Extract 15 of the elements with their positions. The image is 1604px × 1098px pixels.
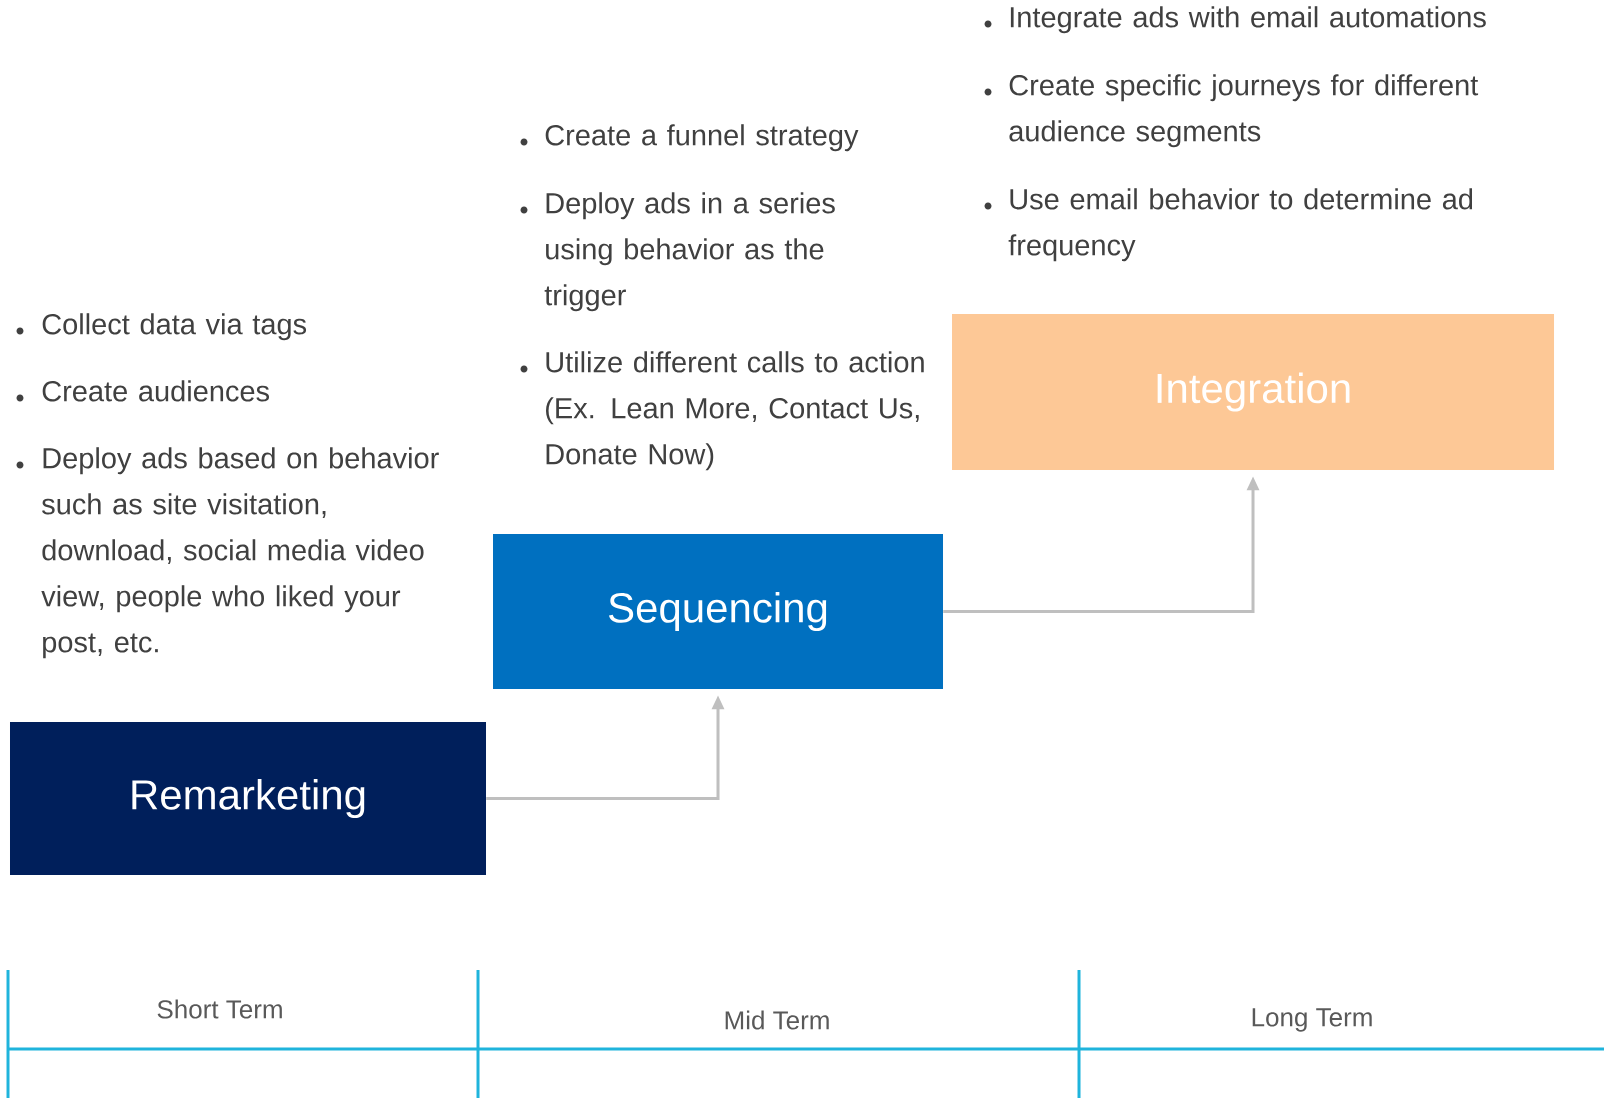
timeline-label: Mid Term [725,1010,829,1030]
bullet-text: Utilize different calls to action (Ex. Lean More, Contact Us, Donate Now) [546,351,924,471]
bullet-text: Deploy ads based on behavior such as site visitation, download, social media video view, people who liked your post, etc. [41,447,439,659]
timeline-label: Short Term [157,999,282,1019]
process-box: Remarketing [10,722,486,875]
bullet-text: Create a funnel strategy [545,124,859,152]
bullet-text: Use email behavior to determine ad frequency [1008,188,1473,262]
process-box: Sequencing [493,534,943,689]
bullet-text: Deploy ads in a series using behavior as the trigger [544,192,835,312]
bullet-text: Create audiences [42,380,270,402]
timeline-label: Long Term [1252,1008,1372,1032]
bullet-text: Integrate ads with email automations [1010,6,1486,34]
bullet-text: Collect data via tags [42,313,307,341]
process-box: Integration [952,314,1554,470]
bullet-text: Create specific journeys for different audience segments [1009,74,1479,148]
